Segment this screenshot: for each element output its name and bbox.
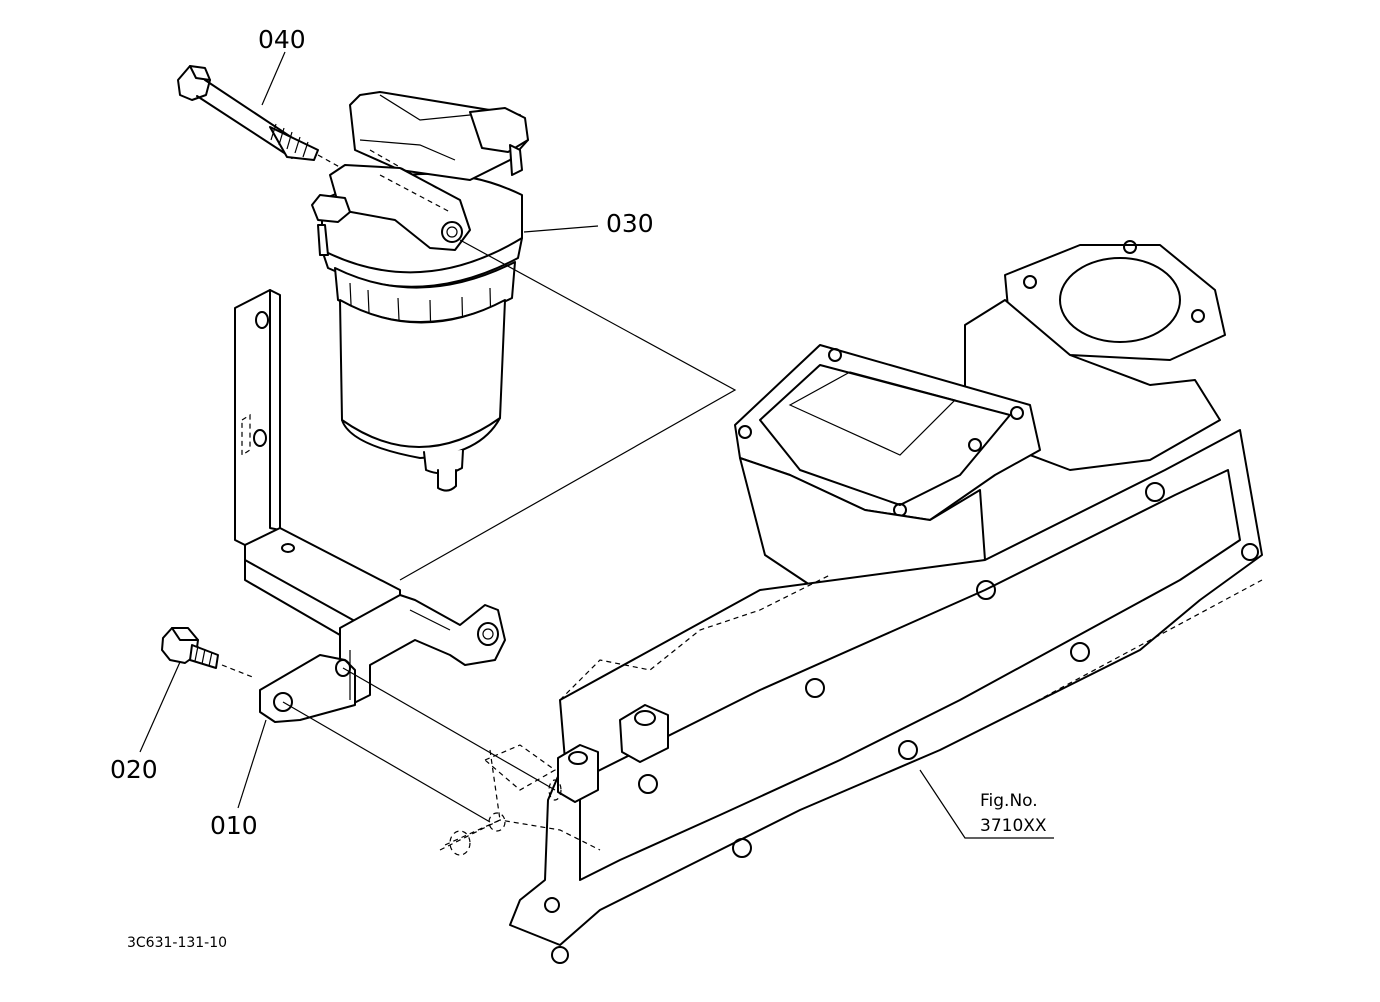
fuel-filter-030[interactable]	[311, 91, 737, 581]
callout-020-label: 020	[110, 755, 158, 784]
figure-reference-line1: Fig.No.	[980, 791, 1038, 811]
drawing-code: 3C631-131-10	[127, 935, 227, 951]
bracket-010[interactable]	[234, 289, 506, 723]
callout-030[interactable]: 030	[523, 209, 654, 238]
callout-040-label: 040	[258, 25, 306, 54]
figure-reference-line2: 3710XX	[980, 816, 1047, 836]
intake-manifold	[282, 240, 1263, 964]
callout-040[interactable]: 040	[258, 25, 306, 106]
callout-030-label: 030	[606, 209, 654, 238]
callout-010[interactable]: 010	[210, 719, 267, 840]
bolt-020[interactable]	[161, 627, 256, 679]
bolt-040[interactable]	[177, 65, 346, 171]
callout-020[interactable]: 020	[110, 661, 181, 784]
callout-010-label: 010	[210, 811, 258, 840]
figure-reference[interactable]: Fig.No. 3710XX	[919, 769, 1054, 839]
